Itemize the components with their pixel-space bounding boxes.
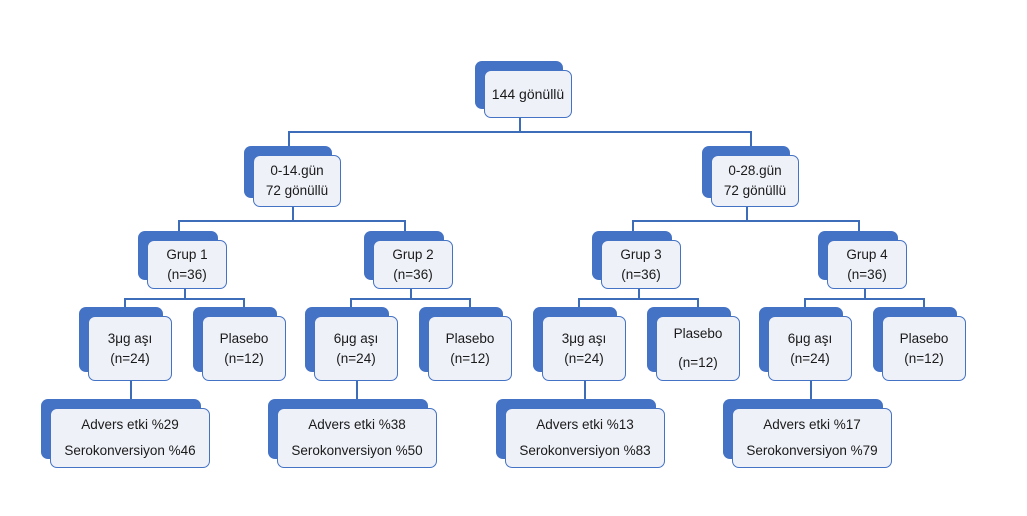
node-line1: 6μg aşı (787, 330, 833, 346)
node-line1: Plasebo (445, 330, 495, 346)
node-face: Plasebo (n=12) (202, 316, 286, 381)
connector-root-down (519, 118, 521, 132)
node-face: 6μg aşı (n=24) (768, 316, 852, 381)
connector-group3-stem (638, 289, 640, 299)
node-line2: Serokonversiyon %79 (746, 443, 878, 458)
node-face: Advers etki %17 Serokonversiyon %79 (732, 408, 892, 468)
connector-outcome2-down (356, 381, 358, 408)
node-line2: (n=12) (904, 350, 944, 366)
node-line2: (n=24) (564, 350, 604, 366)
node-alloc-5[interactable]: 3μg aşı (n=24) (533, 307, 626, 381)
node-line1: Advers etki %29 (81, 417, 179, 433)
node-face: Grup 1 (n=36) (147, 240, 227, 289)
node-outcome-1[interactable]: Advers etki %29 Serokonversiyon %46 (41, 399, 210, 468)
connector-alloc78-bus (804, 298, 925, 300)
node-face: 144 gönüllü (484, 70, 572, 118)
node-face: Advers etki %29 Serokonversiyon %46 (50, 408, 210, 468)
node-face: Advers etki %13 Serokonversiyon %83 (505, 408, 665, 468)
node-alloc-2[interactable]: Plasebo (n=12) (193, 307, 286, 381)
node-line2: (n=12) (450, 350, 490, 366)
node-line2: (n=12) (678, 354, 718, 370)
node-alloc-1[interactable]: 3μg aşı (n=24) (79, 307, 172, 381)
node-line1: Grup 3 (620, 246, 662, 262)
node-line1: Grup 2 (392, 246, 434, 262)
connector-group4-stem (864, 289, 866, 299)
node-face: 3μg aşı (n=24) (88, 316, 172, 381)
node-line1: Plasebo (219, 330, 269, 346)
node-face: Grup 2 (n=36) (373, 240, 453, 289)
connector-alloc56-bus (578, 298, 699, 300)
node-line1: Advers etki %17 (763, 417, 861, 433)
node-line1: 0-28.gün (728, 163, 782, 179)
node-line2: Serokonversiyon %46 (64, 443, 196, 458)
node-line2: (n=24) (336, 350, 376, 366)
node-line1: Advers etki %13 (536, 417, 634, 433)
node-arm-0-28-gun[interactable]: 0-28.gün 72 gönüllü (702, 146, 799, 207)
node-face: Plasebo (n=12) (656, 316, 740, 381)
node-arm-0-14-gun[interactable]: 0-14.gün 72 gönüllü (244, 146, 341, 207)
connector-arm1-stem (292, 207, 294, 221)
node-line2: 72 gönüllü (723, 183, 787, 198)
node-alloc-4[interactable]: Plasebo (n=12) (419, 307, 512, 381)
node-face: Advers etki %38 Serokonversiyon %50 (277, 408, 437, 468)
node-outcome-3[interactable]: Advers etki %13 Serokonversiyon %83 (496, 399, 665, 468)
node-line2: (n=12) (224, 350, 264, 366)
node-line1: 3μg aşı (107, 330, 153, 346)
node-face: Grup 4 (n=36) (827, 240, 907, 289)
node-group-4[interactable]: Grup 4 (n=36) (818, 231, 907, 289)
node-line2: (n=36) (621, 266, 661, 282)
node-line1: Grup 4 (846, 246, 888, 262)
node-alloc-3[interactable]: 6μg aşı (n=24) (305, 307, 398, 381)
node-face: 6μg aşı (n=24) (314, 316, 398, 381)
connector-arm1-down (288, 131, 290, 153)
node-line1: Plasebo (673, 326, 723, 342)
node-line2: (n=36) (167, 266, 207, 282)
node-outcome-2[interactable]: Advers etki %38 Serokonversiyon %50 (268, 399, 437, 468)
connector-group2-stem (410, 289, 412, 299)
node-alloc-8[interactable]: Plasebo (n=12) (873, 307, 966, 381)
node-line1: 0-14.gün (270, 163, 324, 179)
node-line2: 72 gönüllü (265, 183, 329, 198)
node-outcome-4[interactable]: Advers etki %17 Serokonversiyon %79 (723, 399, 892, 468)
node-group-3[interactable]: Grup 3 (n=36) (592, 231, 681, 289)
connector-groups12-bus (178, 220, 406, 222)
node-line2: (n=36) (393, 266, 433, 282)
connector-alloc34-bus (350, 298, 471, 300)
node-group-2[interactable]: Grup 2 (n=36) (364, 231, 453, 289)
connector-arm2-stem (746, 207, 748, 221)
node-line2: (n=36) (847, 266, 887, 282)
node-line2: Serokonversiyon %83 (519, 443, 651, 458)
node-total-volunteers[interactable]: 144 gönüllü (475, 61, 572, 118)
connector-outcome4-down (810, 381, 812, 408)
node-alloc-6[interactable]: Plasebo (n=12) (647, 307, 740, 381)
connector-alloc12-bus (124, 298, 245, 300)
node-line1: Grup 1 (166, 246, 208, 262)
node-face: Plasebo (n=12) (882, 316, 966, 381)
node-face: 0-28.gün 72 gönüllü (711, 155, 799, 207)
connector-groups34-bus (632, 220, 860, 222)
connector-outcome3-down (584, 381, 586, 408)
node-line1: 6μg aşı (333, 330, 379, 346)
node-line2: Serokonversiyon %50 (291, 443, 423, 458)
connector-level1-bus (288, 131, 752, 133)
node-line1: 144 gönüllü (491, 85, 565, 102)
node-group-1[interactable]: Grup 1 (n=36) (138, 231, 227, 289)
connector-outcome1-down (130, 381, 132, 408)
node-face: 0-14.gün 72 gönüllü (253, 155, 341, 207)
node-line1: Advers etki %38 (308, 417, 406, 433)
node-face: 3μg aşı (n=24) (542, 316, 626, 381)
node-line1: 3μg aşı (561, 330, 607, 346)
connector-arm2-down (750, 131, 752, 153)
connector-group1-stem (184, 289, 186, 299)
node-line2: (n=24) (790, 350, 830, 366)
node-alloc-7[interactable]: 6μg aşı (n=24) (759, 307, 852, 381)
node-line2: (n=24) (110, 350, 150, 366)
node-face: Plasebo (n=12) (428, 316, 512, 381)
node-line1: Plasebo (899, 330, 949, 346)
node-face: Grup 3 (n=36) (601, 240, 681, 289)
